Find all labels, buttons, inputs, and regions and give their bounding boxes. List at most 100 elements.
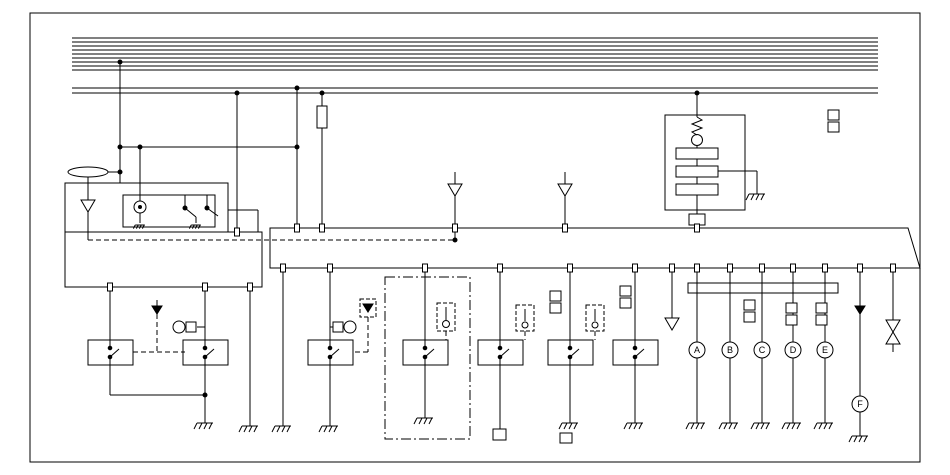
pin xyxy=(694,223,700,233)
wires xyxy=(87,62,894,436)
component-circle xyxy=(442,320,450,328)
connector-labels xyxy=(316,105,840,444)
ground-hatch xyxy=(191,224,195,229)
ground-hatch xyxy=(813,422,818,430)
component-circle xyxy=(691,134,703,146)
ground-hatch xyxy=(823,422,828,430)
pin xyxy=(759,263,765,273)
ground-hatch xyxy=(318,425,323,433)
ground-hatch xyxy=(203,422,208,430)
switch-contact xyxy=(327,345,333,351)
ground-hatch xyxy=(818,422,823,430)
filled-triangle-icon xyxy=(362,303,374,313)
pin xyxy=(247,282,253,292)
switch-contact xyxy=(497,354,503,360)
connector-label-box xyxy=(827,109,840,121)
arrow-triangle-icon xyxy=(664,317,680,331)
pin xyxy=(319,223,325,233)
switch-contact xyxy=(567,345,573,351)
dashed-box xyxy=(436,302,456,332)
ground-hatch xyxy=(286,425,291,433)
ground-hatch xyxy=(197,224,201,229)
switch-contact xyxy=(632,345,638,351)
switch-contact xyxy=(567,354,573,360)
switch-contact xyxy=(422,345,428,351)
pin xyxy=(294,223,300,233)
component-box xyxy=(332,321,344,333)
dashed-box xyxy=(585,304,605,332)
switch-contact xyxy=(107,345,113,351)
pin xyxy=(452,223,458,233)
pin xyxy=(857,263,863,273)
dashed-boxes xyxy=(359,298,605,332)
ground-hatch xyxy=(848,435,853,443)
ground-hatch xyxy=(423,417,428,425)
ground-hatch xyxy=(413,417,418,425)
ground-hatch xyxy=(138,224,142,229)
junction-dot xyxy=(294,144,300,150)
bowtie-triangle-icon xyxy=(885,331,901,345)
ground-hatch xyxy=(745,193,750,201)
ground-hatch xyxy=(248,425,253,433)
junction-dot xyxy=(117,59,123,65)
ground-hatch xyxy=(765,422,770,430)
switch-contact xyxy=(202,345,208,351)
ground-symbols xyxy=(132,193,868,443)
switch-contact xyxy=(107,354,113,360)
ground-hatch xyxy=(638,422,643,430)
arrow-triangle-icon xyxy=(557,183,573,197)
lamp-letter: D xyxy=(790,345,797,355)
ground-hatch xyxy=(198,422,203,430)
lamp-circle xyxy=(721,341,739,359)
ground-hatch xyxy=(760,422,765,430)
pin xyxy=(567,263,573,273)
pin xyxy=(562,223,568,233)
connector-label-box xyxy=(815,314,828,326)
ground-hatch xyxy=(568,422,573,430)
switch-contact xyxy=(497,345,503,351)
junction-dot xyxy=(234,90,240,96)
ground-hatch xyxy=(755,193,760,201)
filled-triangle-icon xyxy=(151,305,163,315)
ground-hatch xyxy=(573,422,578,430)
ground-hatch xyxy=(728,422,733,430)
switch-contact xyxy=(327,354,333,360)
pin xyxy=(822,263,828,273)
connector-label-box xyxy=(619,297,632,309)
junction-dot xyxy=(117,144,123,150)
dashed-wires xyxy=(88,239,596,353)
pin xyxy=(669,263,675,273)
lamp-letter: C xyxy=(759,345,766,355)
ground-hatch xyxy=(786,422,791,430)
oval-fuse-symbol xyxy=(67,166,109,178)
component-box xyxy=(687,282,839,294)
ground-hatch xyxy=(750,422,755,430)
ground-hatch xyxy=(253,425,258,433)
component-box xyxy=(675,165,719,178)
page-border xyxy=(29,12,921,463)
connector-label-box xyxy=(619,285,632,297)
lamp-circle xyxy=(816,341,834,359)
ground-hatch xyxy=(828,422,833,430)
switch-contact xyxy=(422,354,428,360)
dashed-box xyxy=(359,298,377,318)
ground-hatch xyxy=(685,422,690,430)
connector-label-box xyxy=(743,311,756,323)
lamp-circle xyxy=(784,341,802,359)
component-box xyxy=(675,147,719,160)
ground-hatch xyxy=(271,425,276,433)
ground-hatch xyxy=(281,425,286,433)
component-box xyxy=(64,182,229,233)
ground-hatch xyxy=(718,422,723,430)
ground-hatch xyxy=(723,422,728,430)
ground-hatch xyxy=(135,224,139,229)
junction-dot xyxy=(319,90,325,96)
pin xyxy=(632,263,638,273)
pin xyxy=(327,263,333,273)
ground-hatch xyxy=(853,435,858,443)
connector-pins xyxy=(107,223,896,292)
lamp-circle xyxy=(753,341,771,359)
connector-label-box xyxy=(492,428,507,441)
